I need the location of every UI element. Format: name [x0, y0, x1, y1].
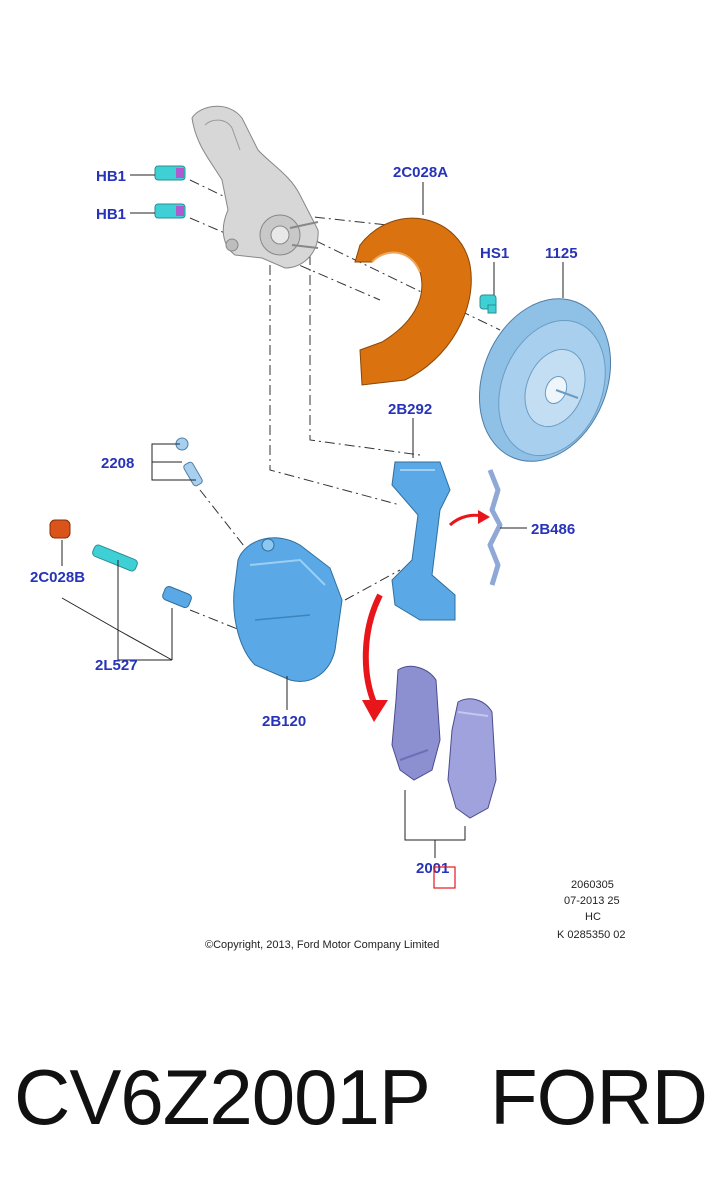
- callout-guide-pins: 2L527: [95, 657, 138, 674]
- callout-spring: 2B486: [531, 521, 575, 538]
- brake-pad-inner: [391, 665, 441, 781]
- callout-cap: 2C028B: [30, 569, 85, 586]
- hs1-screw: [479, 294, 497, 314]
- leader-lines: [61, 174, 564, 858]
- callout-rotor: 1125: [545, 245, 578, 262]
- callout-hs1: HS1: [480, 245, 509, 262]
- callout-dust-shield: 2C028A: [393, 164, 448, 181]
- callout-bleed-screw: 2208: [101, 455, 134, 472]
- dust-shield: [354, 217, 472, 386]
- callout-hb1-top: HB1: [96, 168, 126, 185]
- brake-caliper: [233, 537, 343, 682]
- brake-rotor: [478, 298, 612, 462]
- hb1-bolt-top: [154, 165, 186, 181]
- guide-pins: [92, 544, 192, 609]
- red-arrows: [362, 510, 490, 722]
- highlight-box: [433, 866, 456, 889]
- callout-hb1-bottom: HB1: [96, 206, 126, 223]
- meta-line-3: HC: [585, 911, 601, 923]
- brake-pad-outer: [447, 698, 497, 819]
- hb1-bolt-bottom: [154, 203, 186, 219]
- brand-name: FORD: [490, 1053, 708, 1141]
- bleed-screw: [175, 437, 203, 487]
- callout-labels: HB1 HB1 2C028A HS1 1125 2B292 2208 2B486…: [30, 164, 578, 877]
- part-number: CV6Z2001P: [14, 1053, 431, 1141]
- copyright: ©Copyright, 2013, Ford Motor Company Lim…: [205, 939, 439, 951]
- callout-bracket: 2B292: [388, 401, 432, 418]
- meta-line-4: K 0285350 02: [557, 929, 626, 941]
- exploded-brake-diagram: HB1 HB1 2C028A HS1 1125 2B292 2208 2B486…: [30, 105, 626, 951]
- caliper-bracket: [391, 461, 456, 621]
- meta-line-2: 07-2013 25: [564, 895, 620, 907]
- callout-pads: 2001: [416, 860, 449, 877]
- meta-line-1: 2060305: [571, 879, 614, 891]
- steering-knuckle: [191, 105, 319, 269]
- guide-pin-cap: [49, 519, 71, 539]
- anti-rattle-spring: [487, 469, 503, 586]
- drawing-meta: 2060305 07-2013 25 HC K 0285350 02: [557, 879, 626, 941]
- callout-caliper: 2B120: [262, 713, 306, 730]
